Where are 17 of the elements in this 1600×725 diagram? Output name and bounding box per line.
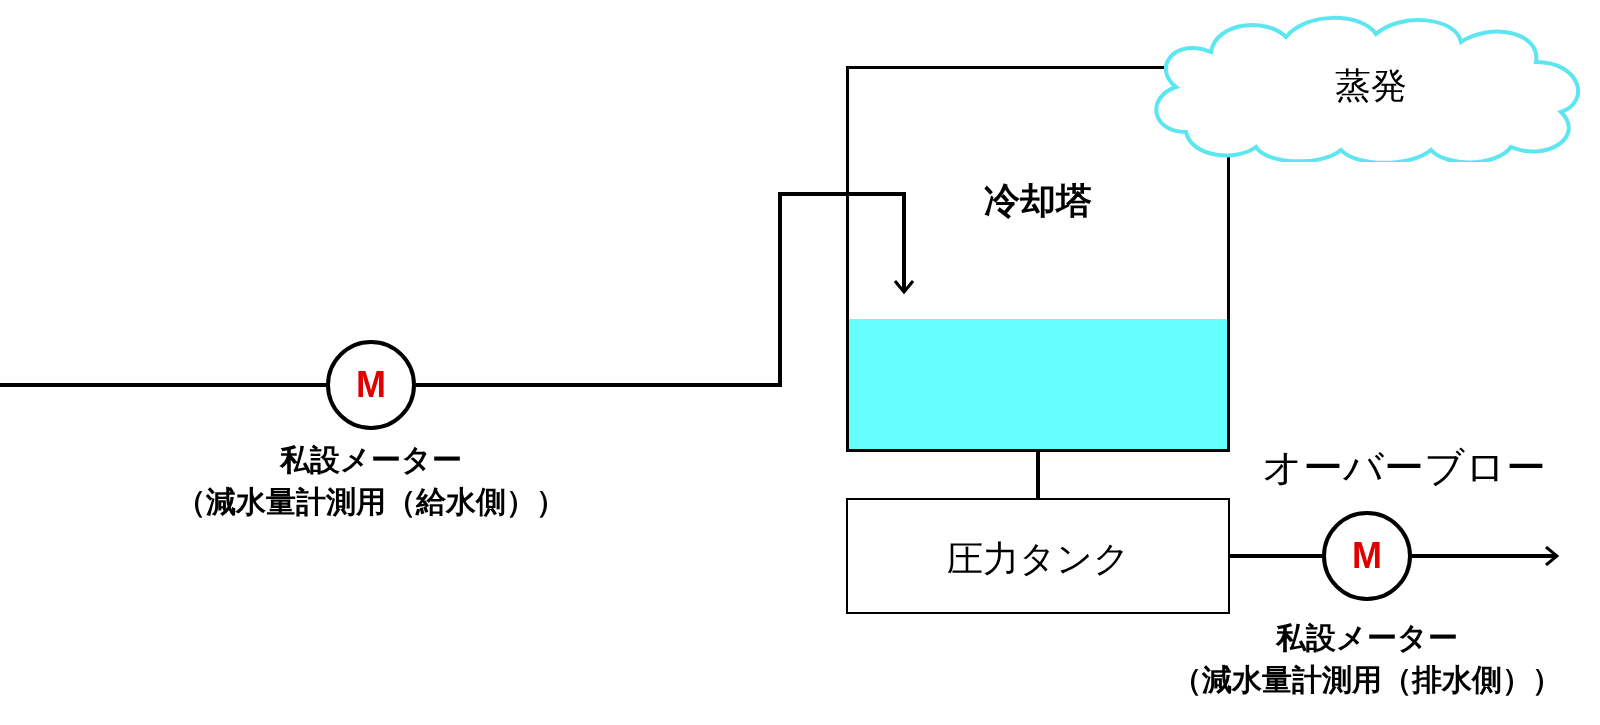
tank-label: 圧力タンク: [945, 537, 1131, 581]
arrow: [1412, 545, 1559, 567]
meter-caption: （減水量計測用（排水側））: [1171, 661, 1563, 699]
cooling-tower-box: [846, 66, 1230, 452]
arrow: [416, 192, 915, 387]
overflow-label: オーバーブロー: [1262, 443, 1546, 492]
pipe-line: [0, 383, 326, 387]
pipe-line: [1036, 452, 1040, 498]
pressure-tank-box: [846, 498, 1230, 614]
meter-caption: 私設メーター: [278, 441, 463, 479]
tower-label: 冷却塔: [983, 179, 1093, 223]
pipe-line: [1230, 554, 1322, 558]
evaporation-label: 蒸発: [1334, 64, 1408, 108]
meter-letter: M: [356, 364, 386, 406]
meter-caption: （減水量計測用（給水側））: [175, 483, 567, 521]
meter-letter: M: [1352, 535, 1382, 577]
meter-caption: 私設メーター: [1274, 619, 1459, 657]
